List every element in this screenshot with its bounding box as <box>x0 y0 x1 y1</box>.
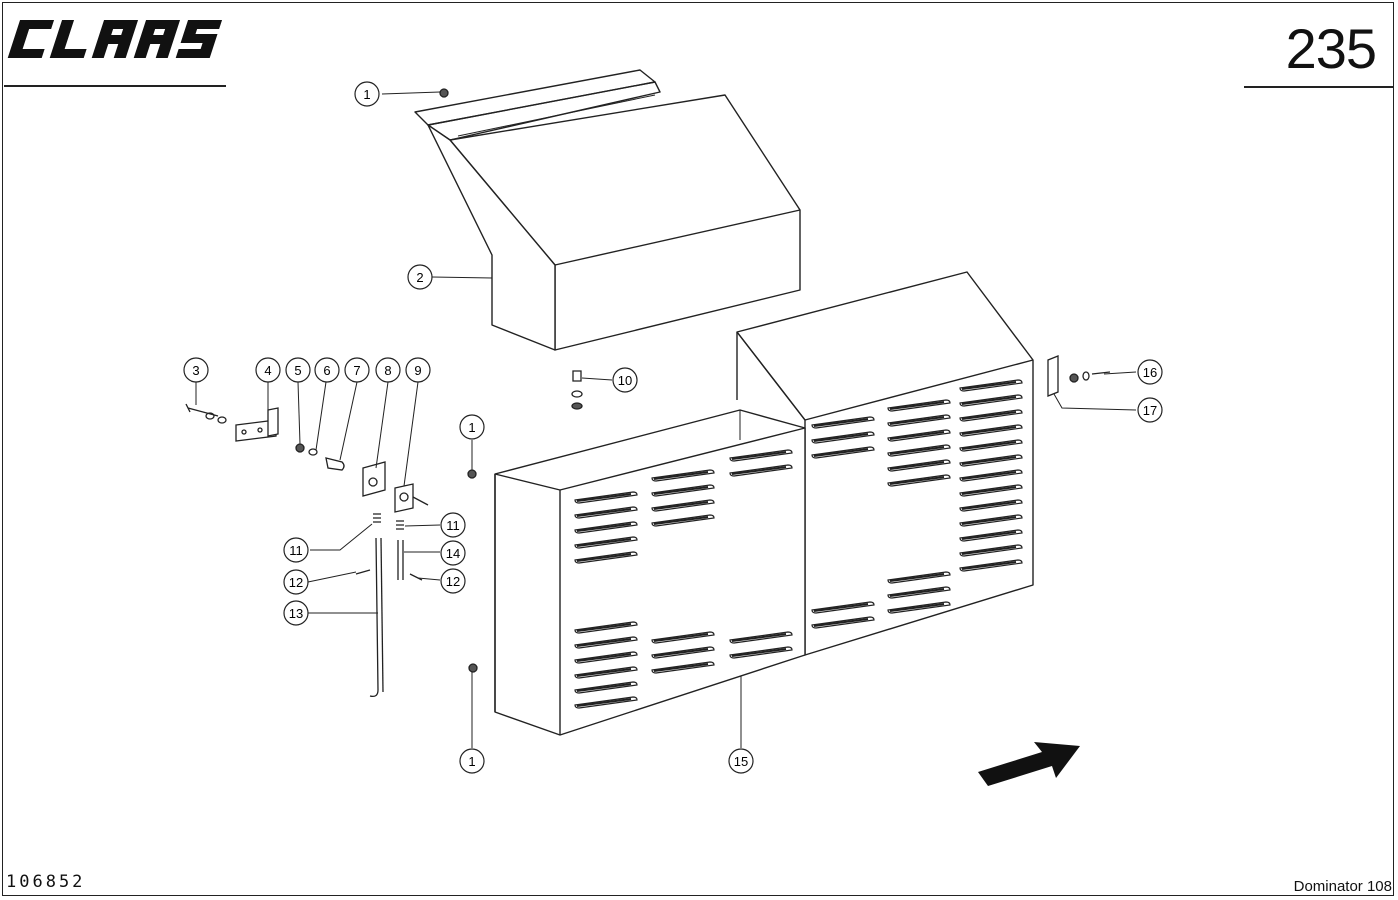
callout-1-top: 1 <box>354 81 380 107</box>
svg-text:14: 14 <box>446 546 460 561</box>
callout-11-left: 11 <box>283 537 309 563</box>
callout-8: 8 <box>375 357 401 383</box>
drawing-number: 106852 <box>6 872 86 892</box>
callout-12-left: 12 <box>283 569 309 595</box>
claas-logo <box>6 14 228 69</box>
spring-part-11 <box>373 513 404 530</box>
strip-part-17 <box>1047 355 1059 397</box>
plate-part-9 <box>394 483 429 513</box>
callout-2: 2 <box>407 264 433 290</box>
svg-text:1: 1 <box>468 754 475 769</box>
svg-text:9: 9 <box>414 363 421 378</box>
svg-text:15: 15 <box>734 754 748 769</box>
callout-15: 15 <box>728 748 754 774</box>
svg-text:1: 1 <box>363 87 370 102</box>
callout-group: 1 2 3 4 5 6 7 8 9 10 16 17 1 11 11 14 12… <box>183 81 1163 774</box>
svg-text:16: 16 <box>1143 365 1157 380</box>
svg-text:3: 3 <box>192 363 199 378</box>
callout-5: 5 <box>285 357 311 383</box>
svg-text:4: 4 <box>264 363 271 378</box>
header-rule-left <box>4 85 226 87</box>
svg-text:10: 10 <box>618 373 632 388</box>
callout-16: 16 <box>1137 359 1163 385</box>
callout-13: 13 <box>283 600 309 626</box>
knob-part-7 <box>325 457 345 471</box>
nut-part-1 <box>439 88 478 673</box>
callout-17: 17 <box>1137 397 1163 423</box>
leader-lines <box>195 91 1137 748</box>
callout-14: 14 <box>440 540 466 566</box>
rod-part-13 <box>369 537 384 698</box>
callout-10: 10 <box>612 367 638 393</box>
svg-text:13: 13 <box>289 606 303 621</box>
callout-1-bottom: 1 <box>459 748 485 774</box>
svg-text:1: 1 <box>468 420 475 435</box>
callout-7: 7 <box>344 357 370 383</box>
svg-text:2: 2 <box>416 270 423 285</box>
svg-text:6: 6 <box>323 363 330 378</box>
hood-part <box>414 69 801 351</box>
bolt-part-10 <box>571 370 583 410</box>
forward-arrow-icon <box>978 742 1080 786</box>
bolt-part-3 <box>185 403 227 424</box>
svg-text:12: 12 <box>289 575 303 590</box>
svg-text:17: 17 <box>1143 403 1157 418</box>
nut-part-5 <box>295 443 305 453</box>
bracket-part-4 <box>235 407 279 442</box>
cotter-pin-part-12 <box>355 569 423 581</box>
radiator-housing-part <box>494 271 1034 736</box>
latch-plate-part-8 <box>362 461 386 497</box>
svg-text:11: 11 <box>446 518 460 533</box>
callout-11-right: 11 <box>440 512 466 538</box>
svg-text:8: 8 <box>384 363 391 378</box>
callout-4: 4 <box>255 357 281 383</box>
svg-text:12: 12 <box>446 574 460 589</box>
callout-1-mid: 1 <box>459 414 485 440</box>
page-number: 235 <box>1285 17 1377 80</box>
svg-text:7: 7 <box>353 363 360 378</box>
screw-part-16 <box>1069 371 1111 383</box>
callout-12-right: 12 <box>440 568 466 594</box>
svg-text:11: 11 <box>289 543 303 558</box>
callout-9: 9 <box>405 357 431 383</box>
svg-text:5: 5 <box>294 363 301 378</box>
header-rule-right <box>1244 86 1394 88</box>
washer-part-6 <box>308 448 318 456</box>
model-name: Dominator 108 <box>1293 878 1392 895</box>
pin-part-14 <box>397 540 404 580</box>
callout-3: 3 <box>183 357 209 383</box>
callout-6: 6 <box>314 357 340 383</box>
